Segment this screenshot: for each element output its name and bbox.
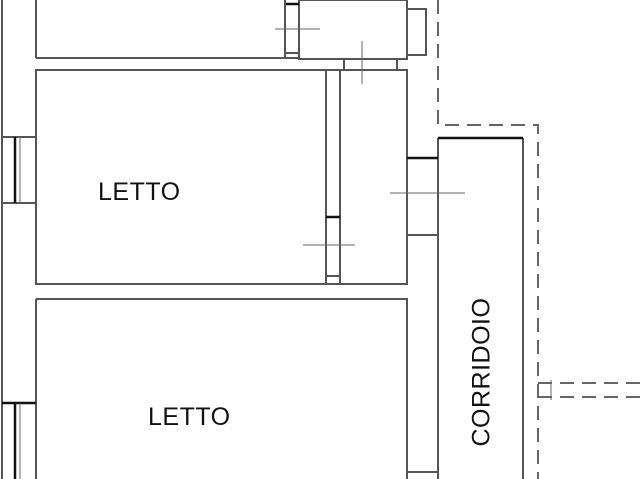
corridor-outline [437,138,524,479]
room-label-bedroom-1: LETTO [98,178,181,206]
dashed-boundary [437,0,640,479]
closet-outline [339,69,408,285]
room-label-bedroom-2: LETTO [148,403,231,431]
bedroom-2-outline [35,298,408,479]
bedroom-1-outline [35,69,327,285]
walls [1,0,524,479]
door-marks [275,28,465,246]
windows [2,136,36,479]
room-label-corridor: CORRIDOIO [467,297,496,447]
